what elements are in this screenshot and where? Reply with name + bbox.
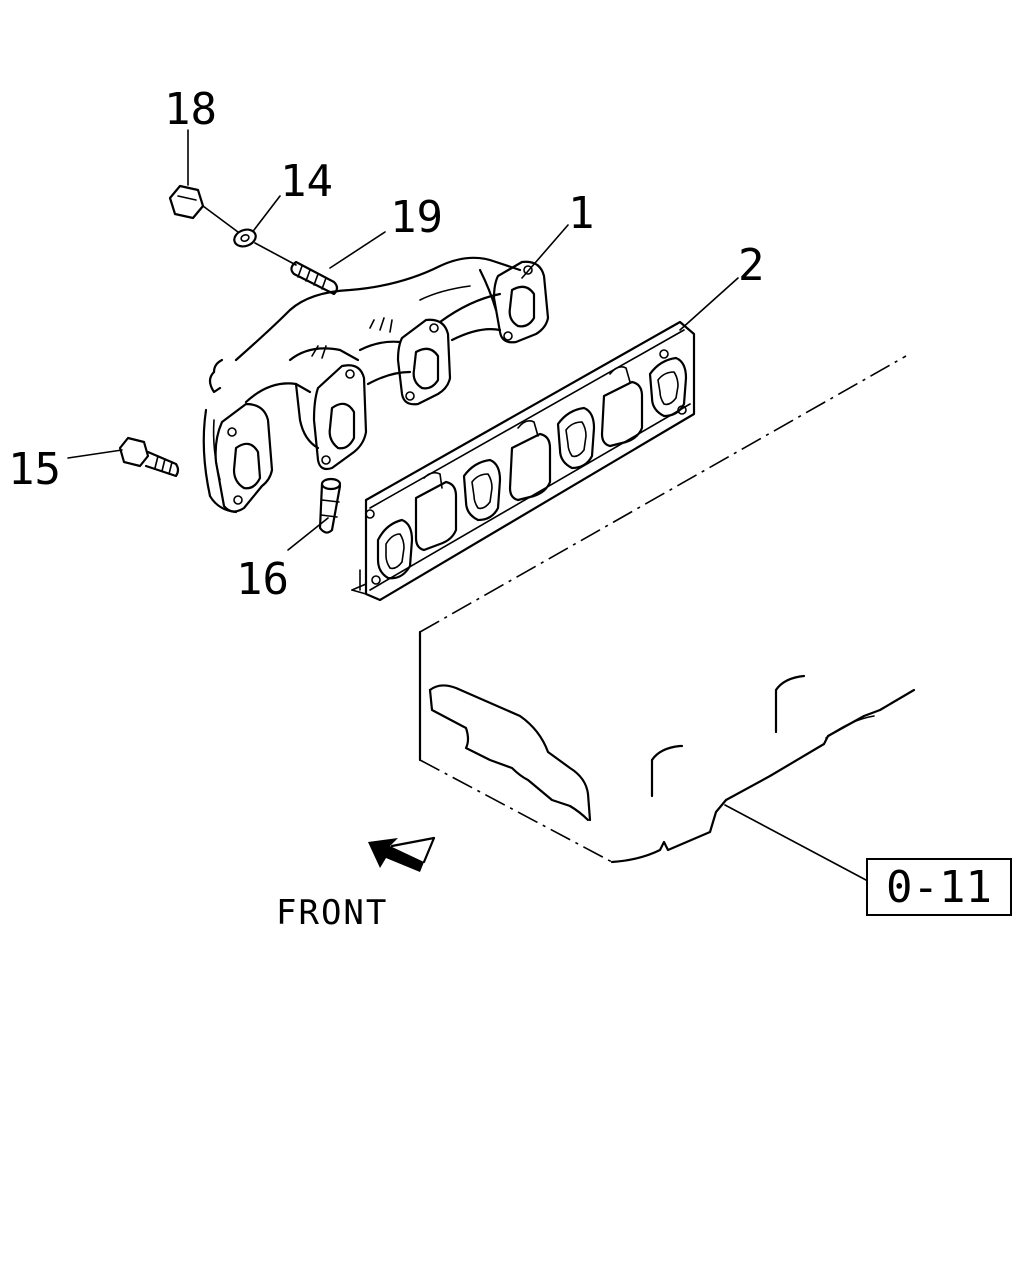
callout-18: 18 [164, 84, 217, 135]
leader-lines [67, 129, 867, 881]
nut-part-18 [168, 184, 239, 233]
bolt-part-15 [118, 436, 180, 478]
exhaust-manifold-part-1 [202, 256, 550, 514]
callout-19: 19 [390, 192, 443, 243]
callout-1: 1 [568, 188, 595, 239]
reference-box[interactable]: 0-11 [866, 858, 1012, 916]
cylinder-head [418, 355, 916, 864]
callout-16: 16 [236, 554, 289, 605]
stud-part-19 [290, 260, 339, 296]
callout-2: 2 [738, 240, 765, 291]
front-label: FRONT [276, 893, 389, 933]
callout-15: 15 [8, 444, 61, 495]
front-arrow-icon [368, 836, 436, 872]
washer-part-14 [233, 228, 297, 266]
gasket-part-2 [351, 320, 696, 602]
callout-14: 14 [280, 156, 333, 207]
dowel-pin-part-16 [318, 477, 342, 534]
